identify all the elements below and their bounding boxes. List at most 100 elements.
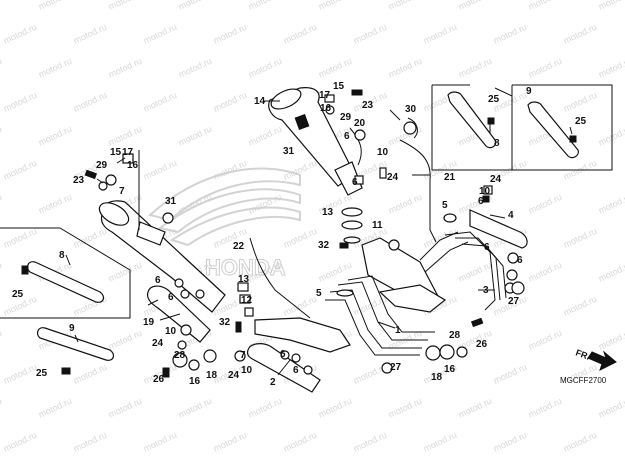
watermark-text: motod.ru [527, 56, 563, 80]
front-direction-marker: FR. [574, 347, 617, 371]
watermark-text: motod.ru [457, 260, 493, 284]
callout-18: 18 [431, 372, 443, 383]
callout-5: 5 [442, 200, 448, 211]
watermark-text: motod.ru [0, 0, 3, 12]
callout-10: 10 [377, 147, 389, 158]
callout-10d: 10 [165, 326, 177, 337]
hardware-parts [21, 89, 577, 378]
watermark-text: motod.ru [282, 430, 318, 454]
sensor-wires [249, 117, 437, 319]
watermark-text: motod.ru [177, 396, 213, 420]
watermark-text: motod.ru [212, 22, 248, 46]
watermark-text: motod.ru [0, 396, 3, 420]
watermark-text: motod.ru [562, 90, 598, 114]
watermark-text: motod.ru [0, 328, 3, 352]
watermark-text: motod.ru [37, 192, 73, 216]
watermark-text: motod.ru [0, 124, 3, 148]
callout-29b: 29 [96, 160, 108, 171]
callout-16c: 16 [189, 376, 201, 387]
watermark-text: motod.ru [282, 226, 318, 250]
watermark-text: motod.ru [492, 362, 528, 386]
callout-21: 21 [444, 172, 456, 183]
callout-23: 23 [362, 100, 374, 111]
callout-5b: 5 [316, 288, 322, 299]
callout-6c: 6 [478, 196, 484, 207]
front-marker-label: FR. [574, 347, 591, 361]
watermark-text: motod.ru [527, 396, 563, 420]
callout-31: 31 [283, 146, 295, 157]
watermark-text: motod.ru [107, 56, 143, 80]
watermark-text: motod.ru [177, 56, 213, 80]
watermark-text: motod.ru [457, 56, 493, 80]
watermark-text: motod.ru [142, 430, 178, 454]
callout-6: 6 [344, 131, 350, 142]
callout-17b: 17 [122, 147, 134, 158]
watermark-text: motod.ru [527, 0, 563, 12]
callout-15: 15 [333, 81, 345, 92]
muffler-stay [469, 209, 528, 249]
watermark-text: motod.ru [107, 260, 143, 284]
callout-29: 29 [340, 112, 352, 123]
callout-23b: 23 [73, 175, 85, 186]
callout-24b: 24 [490, 174, 502, 185]
watermark-text: motod.ru [37, 56, 73, 80]
callout-15b: 15 [110, 147, 122, 158]
diagram-code: MGCFF2700 [560, 376, 607, 385]
callout-10b: 10 [479, 186, 491, 197]
watermark-text: motod.ru [317, 0, 353, 12]
watermark-text: motod.ru [107, 396, 143, 420]
watermark-text: motod.ru [2, 22, 38, 46]
watermark-text: motod.ru [422, 430, 458, 454]
muffler-right [268, 87, 363, 196]
callout-8: 8 [494, 138, 500, 149]
callout-28: 28 [449, 330, 461, 341]
watermark-text: motod.ru [142, 158, 178, 182]
callout-16b: 16 [444, 364, 456, 375]
callout-6e: 6 [517, 255, 523, 266]
watermark-text: motod.ru [387, 396, 423, 420]
watermark-text: motod.ru [72, 430, 108, 454]
watermark-text: motod.ru [387, 192, 423, 216]
watermark-text: motod.ru [142, 90, 178, 114]
watermark-text: motod.ru [597, 192, 625, 216]
watermark-text: motod.ru [352, 22, 388, 46]
watermark-text: motod.ru [212, 90, 248, 114]
watermark-text: motod.ru [562, 226, 598, 250]
watermark-text: motod.ru [0, 260, 3, 284]
watermark-text: motod.ru [492, 430, 528, 454]
watermark-text: motod.ru [0, 56, 3, 80]
callout-24d: 24 [152, 338, 164, 349]
watermark-text: motod.ru [422, 22, 458, 46]
callout-1: 1 [395, 325, 401, 336]
callout-17: 17 [319, 90, 331, 101]
protector-band-left [26, 261, 105, 303]
watermark-text: motod.ru [247, 124, 283, 148]
callout-10c: 10 [241, 365, 253, 376]
watermark-text: motod.ru [247, 396, 283, 420]
callout-9: 9 [526, 86, 532, 97]
callout-18b: 18 [206, 370, 218, 381]
callout-9b: 9 [69, 323, 75, 334]
callout-24: 24 [387, 172, 399, 183]
callout-7b: 7 [119, 186, 125, 197]
callout-27: 27 [508, 296, 520, 307]
callout-22: 22 [233, 241, 245, 252]
callout-26: 26 [476, 339, 488, 350]
watermark-text: motod.ru [492, 22, 528, 46]
watermark-text: motod.ru [2, 226, 38, 250]
callout-6g: 6 [293, 365, 299, 376]
watermark-text: motod.ru [2, 430, 38, 454]
watermark-text: motod.ru [562, 22, 598, 46]
watermark-text: motod.ru [247, 192, 283, 216]
watermark-text: motod.ru [527, 260, 563, 284]
callout-8b: 8 [59, 250, 65, 261]
watermark-text: motod.ru [527, 192, 563, 216]
watermark-text: motod.ru [387, 56, 423, 80]
watermark-text: motod.ru [212, 430, 248, 454]
callout-11: 11 [372, 220, 383, 231]
watermark-text: motod.ru [177, 124, 213, 148]
callout-25b: 25 [575, 116, 587, 127]
callout-4: 4 [508, 210, 514, 221]
callout-25c: 25 [12, 289, 24, 300]
